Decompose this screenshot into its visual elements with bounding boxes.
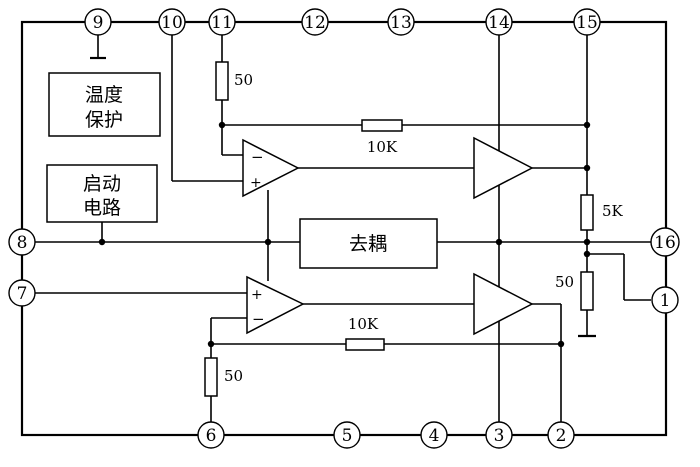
pin-2: 2 (547, 421, 575, 449)
decoupling-block: 去耦 (299, 218, 438, 269)
upper-opamp-minus: − (251, 148, 264, 166)
lower-opamp-minus: − (252, 310, 265, 328)
resistor-pin6: 50 (204, 357, 243, 397)
pin-10: 10 (158, 8, 186, 36)
resistor-feedback-top: 10K (361, 119, 403, 156)
resistor-pin11: 50 (215, 61, 253, 101)
thermal-protection-label-2: 保护 (85, 109, 123, 131)
pin-3-label: 3 (494, 426, 505, 446)
thermal-protection-label-1: 温度 (85, 84, 123, 106)
thermal-protection-block: 温度 保护 (48, 72, 161, 137)
startup-label-2: 电路 (83, 197, 121, 219)
pin-6-label: 6 (206, 426, 217, 446)
pin-13-label: 13 (390, 13, 412, 33)
upper-opamp: − + (242, 138, 300, 198)
pin-3: 3 (485, 421, 513, 449)
pins: 9 10 11 12 13 14 15 8 7 16 1 6 5 4 3 2 (8, 8, 680, 449)
pin-5-label: 5 (342, 426, 353, 446)
lower-output-buffer (473, 272, 534, 336)
pin-8: 8 (8, 228, 36, 256)
pin-10-label: 10 (161, 13, 183, 33)
resistor-feedback-bottom: 10K (345, 315, 385, 351)
pin-12: 12 (301, 8, 329, 36)
pin-15-label: 15 (576, 13, 598, 33)
pin-5: 5 (333, 421, 361, 449)
pin-7-label: 7 (17, 284, 28, 304)
pin-13: 13 (387, 8, 415, 36)
lower-opamp: + − (246, 275, 305, 335)
resistor-5k-label: 5K (602, 202, 624, 220)
pin-6: 6 (197, 421, 225, 449)
resistor-5k: 5K (580, 194, 624, 231)
pin-9-label: 9 (93, 13, 104, 33)
pin-2-label: 2 (556, 426, 567, 446)
decoupling-label: 去耦 (349, 233, 387, 255)
pin-4-label: 4 (429, 426, 440, 446)
startup-circuit-block: 启动 电路 (46, 164, 158, 223)
pin-8-label: 8 (17, 233, 28, 253)
pin-12-label: 12 (304, 13, 326, 33)
resistor-pin6-label: 50 (224, 367, 243, 385)
pin-16: 16 (650, 227, 680, 257)
pin-15: 15 (573, 8, 601, 36)
pin-16-label: 16 (654, 233, 676, 253)
wiring (35, 35, 651, 424)
pin-14: 14 (485, 8, 513, 36)
pin-14-label: 14 (488, 13, 510, 33)
resistor-feedback-bottom-label: 10K (348, 315, 379, 333)
pin-11: 11 (208, 8, 236, 36)
resistor-pin1: 50 (555, 271, 594, 311)
startup-label-1: 启动 (83, 173, 121, 195)
lower-opamp-plus: + (251, 287, 263, 303)
upper-opamp-plus: + (250, 175, 262, 191)
pin-7: 7 (8, 279, 36, 307)
junction-dots (98, 121, 591, 348)
resistor-feedback-top-label: 10K (367, 138, 398, 156)
pin-4: 4 (420, 421, 448, 449)
pin-1-label: 1 (660, 291, 671, 311)
resistor-pin11-label: 50 (234, 71, 253, 89)
pin-11-label: 11 (211, 13, 233, 33)
pin-1: 1 (651, 286, 679, 314)
upper-output-buffer (473, 136, 534, 200)
pin-9: 9 (84, 8, 112, 36)
resistor-pin1-label: 50 (555, 273, 574, 291)
